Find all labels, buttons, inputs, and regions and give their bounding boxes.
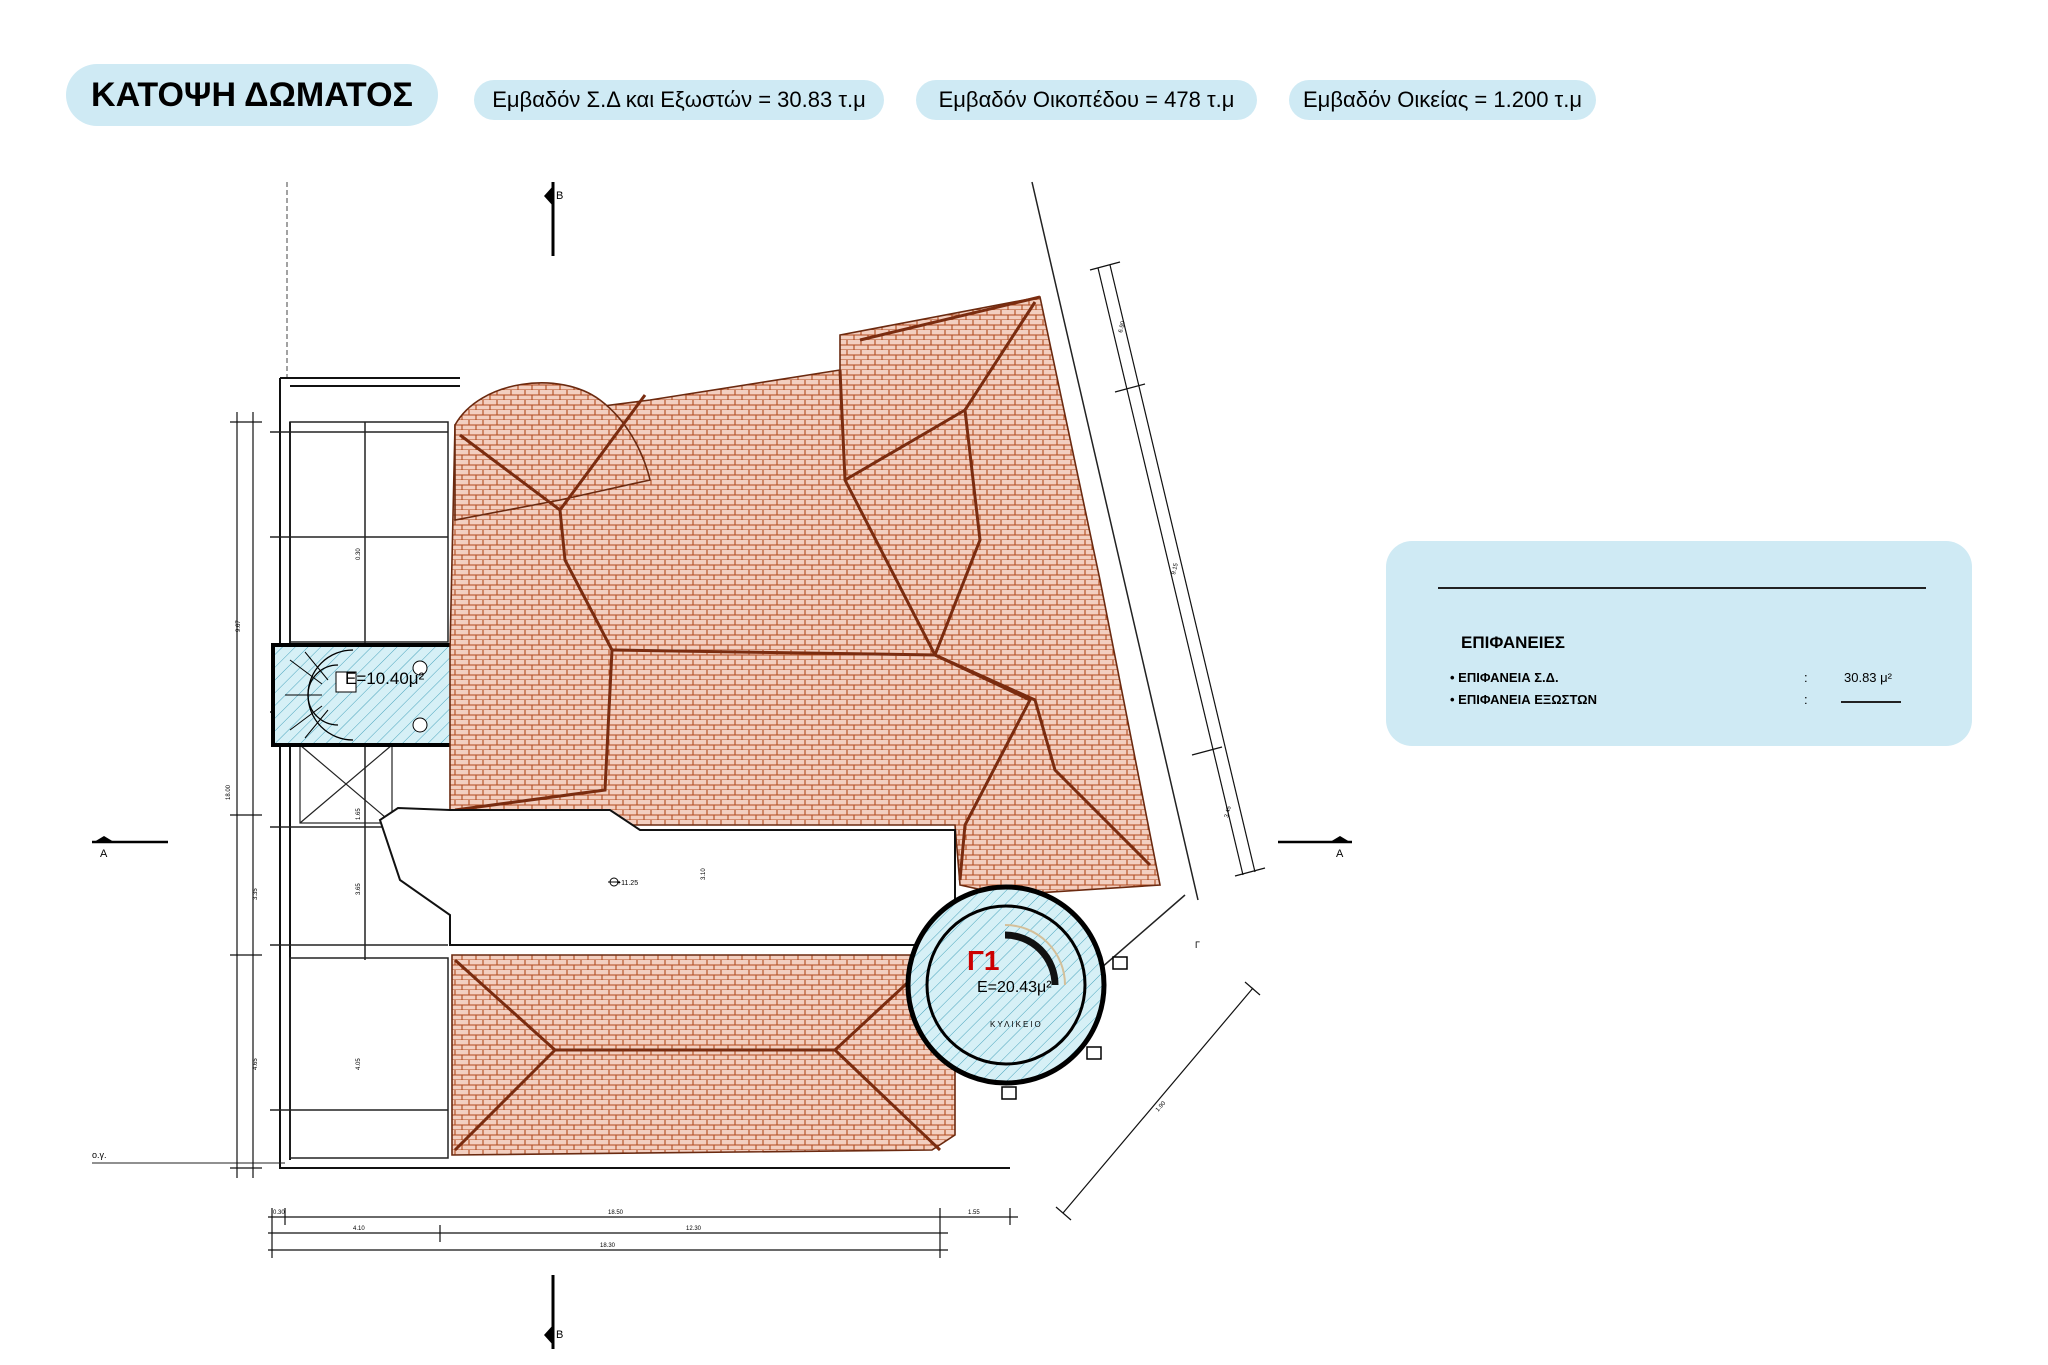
section-a-left-label: A bbox=[100, 848, 108, 860]
dim-right-0: 6.90 bbox=[1118, 320, 1127, 333]
dim-interior-1: 1.65 bbox=[356, 808, 362, 820]
legend-row-sd-colon: : bbox=[1804, 670, 1808, 685]
dim-interior-3: 3.10 bbox=[701, 868, 707, 880]
canteen-round-room: Γ1 E=20.43μ² ΚΥΛΙΚΕΙΟ bbox=[905, 884, 1128, 1100]
opening-void bbox=[299, 744, 393, 824]
legend-row-balcony-label: • ΕΠΙΦΑΝΕΙΑ ΕΞΩΣΤΩΝ bbox=[1450, 692, 1597, 707]
dim-bottom-3: 4.10 bbox=[353, 1226, 365, 1232]
section-mark-b-top: B bbox=[544, 182, 563, 256]
area-sd-badge: Εμβαδόν Σ.Δ και Εξωστών = 30.83 τ.μ bbox=[474, 80, 884, 120]
dim-right-1: 9.15 bbox=[1171, 562, 1180, 575]
section-b-bottom-label: B bbox=[556, 1329, 563, 1341]
dim-left bbox=[230, 412, 262, 1178]
dim-diagonal bbox=[1055, 981, 1261, 1221]
dim-right-labels: 6.90 9.15 3.45 bbox=[1118, 320, 1233, 818]
roof-turret bbox=[454, 382, 651, 521]
canteen-name: ΚΥΛΙΚΕΙΟ bbox=[990, 1020, 1043, 1029]
dim-right bbox=[1089, 261, 1266, 877]
canteen-code: Γ1 bbox=[967, 945, 999, 976]
canteen-area: E=20.43μ² bbox=[977, 979, 1052, 996]
dim-bottom-labels: 0.30 18.50 1.55 4.10 12.30 18.30 bbox=[273, 1210, 980, 1249]
legend-row-sd-value: 30.83 μ² bbox=[1844, 670, 1892, 685]
dim-interior-0: 0.30 bbox=[356, 548, 362, 560]
dim-bottom-5: 18.30 bbox=[600, 1243, 616, 1249]
level-symbol bbox=[608, 877, 620, 887]
section-mark-b-bottom: B bbox=[544, 1275, 563, 1349]
dim-interior-2: 3.65 bbox=[356, 883, 362, 895]
page-title: ΚΑΤΟΨΗ ΔΩΜΑΤΟΣ bbox=[66, 64, 438, 126]
roof-tiles bbox=[449, 296, 1161, 1156]
dim-interior-5: 4.05 bbox=[356, 1058, 362, 1070]
dim-bottom-2: 1.55 bbox=[968, 1210, 980, 1216]
dim-left-labels: 9.67 18.00 3.35 4.65 bbox=[226, 620, 259, 1070]
legend-row-balcony-colon: : bbox=[1804, 692, 1808, 707]
area-plot-badge: Εμβαδόν Οικοπέδου = 478 τ.μ bbox=[916, 80, 1257, 120]
dim-right-2: 3.45 bbox=[1224, 805, 1233, 818]
surfaces-legend: ΕΠΙΦΑΝΕΙΕΣ • ΕΠΙΦΑΝΕΙΑ Σ.Δ. : 30.83 μ² •… bbox=[1386, 541, 1972, 746]
dim-bottom bbox=[268, 1208, 1018, 1258]
area-house-badge: Εμβαδόν Οικείας = 1.200 τ.μ bbox=[1289, 80, 1596, 120]
legend-row-balcony-blank bbox=[1841, 701, 1901, 703]
section-mark-a-right: A bbox=[1278, 836, 1352, 860]
dim-bottom-1: 18.50 bbox=[608, 1210, 624, 1216]
terrace bbox=[378, 806, 956, 946]
roof-lower bbox=[451, 954, 956, 1156]
stairwell: E=10.40μ² bbox=[271, 643, 455, 747]
dim-left-5: 3.35 bbox=[253, 888, 259, 900]
legend-heading: ΕΠΙΦΑΝΕΙΕΣ bbox=[1461, 633, 1565, 652]
building-line-label: ο.γ. bbox=[92, 1150, 107, 1160]
roof-hips bbox=[453, 295, 1152, 1152]
level-mark: +11.25 bbox=[617, 880, 638, 887]
corner-g-label: Γ bbox=[1195, 940, 1200, 950]
legend-rule bbox=[1438, 587, 1926, 589]
dim-bottom-4: 12.30 bbox=[686, 1226, 702, 1232]
left-strip bbox=[270, 421, 449, 1159]
dim-interior-labels: 0.30 1.65 3.65 3.10 4.05 bbox=[356, 548, 707, 1070]
plot-boundary-right bbox=[1031, 181, 1199, 901]
dim-left-6: 4.65 bbox=[253, 1058, 259, 1070]
section-a-right-label: A bbox=[1336, 848, 1344, 860]
dim-left-3: 9.67 bbox=[236, 620, 242, 632]
legend-row-sd-label: • ΕΠΙΦΑΝΕΙΑ Σ.Δ. bbox=[1450, 670, 1559, 685]
section-b-top-label: B bbox=[556, 190, 563, 202]
stair-area-label: E=10.40μ² bbox=[345, 669, 425, 688]
section-mark-a-left: A bbox=[92, 836, 168, 860]
dim-bottom-0: 0.30 bbox=[273, 1210, 285, 1216]
dim-left-4: 18.00 bbox=[226, 784, 232, 800]
